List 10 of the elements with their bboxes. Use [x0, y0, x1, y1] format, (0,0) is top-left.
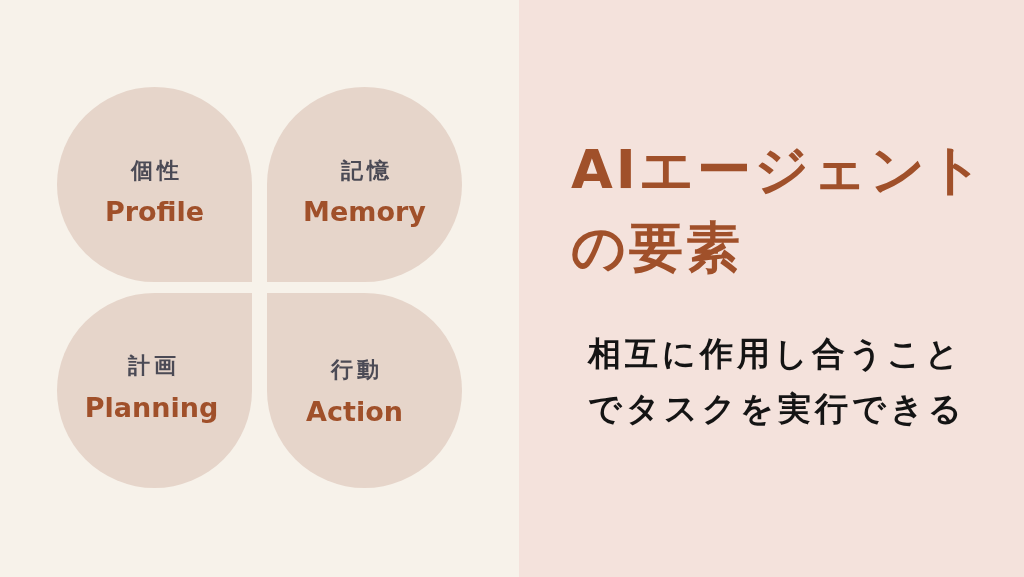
english-label: Memory [303, 195, 426, 229]
english-label: Profile [104, 195, 205, 229]
subtitle: 相互に作用し合うことでタスクを実行できる [588, 333, 967, 430]
japanese-label: 行動 [329, 356, 383, 384]
title: AIエージェントの要素 [571, 137, 987, 281]
japanese-label: 計画 [126, 352, 180, 380]
english-label: Planning [84, 391, 219, 425]
english-label: Action [306, 395, 403, 429]
japanese-label: 個性 [129, 157, 183, 185]
japanese-label: 記憶 [339, 157, 393, 185]
